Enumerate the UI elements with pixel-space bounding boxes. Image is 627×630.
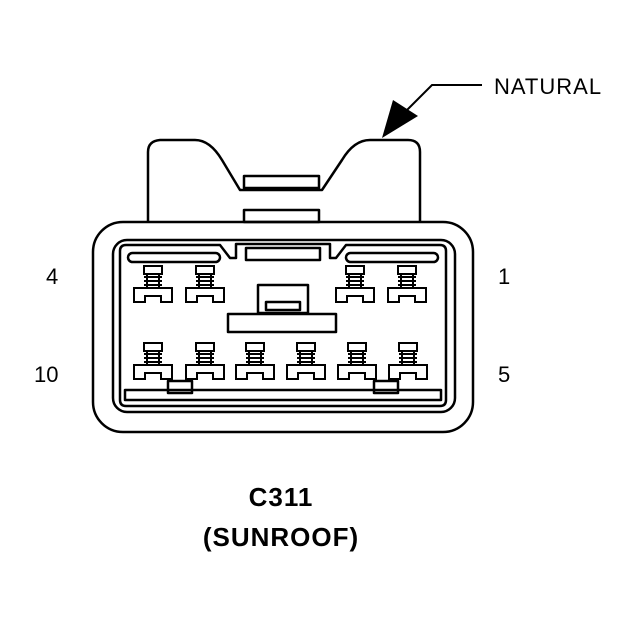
terminal-head (347, 342, 367, 352)
pin-label-1: 1 (498, 264, 510, 289)
terminal-bottom-1 (133, 342, 173, 380)
center-key-slot (264, 300, 302, 312)
callout-leader-line (404, 84, 482, 113)
terminal-cavity-body (387, 287, 427, 303)
terminal-bottom-3 (235, 342, 275, 380)
terminal-bottom-6 (388, 342, 428, 380)
callout-arrowhead (382, 100, 418, 138)
center-key-bar (226, 312, 338, 334)
terminal-cavities (133, 265, 428, 380)
latch-slot-upper (242, 174, 321, 190)
terminal-cavity-body (235, 364, 275, 380)
connector-id: C311 (249, 482, 314, 512)
housing-inner (111, 238, 457, 414)
pin-label-10: 10 (34, 362, 58, 387)
bottom-rib-right-tab (372, 379, 400, 395)
bottom-rib-left-tab (166, 379, 194, 395)
bottom-rib (123, 388, 443, 402)
terminal-head (296, 342, 316, 352)
terminal-cavity-body (185, 364, 225, 380)
callout-label: NATURAL (494, 74, 602, 99)
connector-name: (SUNROOF) (203, 522, 359, 552)
terminal-bottom-5 (337, 342, 377, 380)
pin-label-5: 5 (498, 362, 510, 387)
terminal-cavity-body (133, 364, 173, 380)
terminal-head (143, 265, 163, 275)
terminal-head (143, 342, 163, 352)
terminal-head (195, 265, 215, 275)
center-key-top (244, 246, 322, 262)
terminal-cavity-body (185, 287, 225, 303)
terminal-top-4 (387, 265, 427, 303)
terminal-cavity-body (286, 364, 326, 380)
pin-label-4: 4 (46, 264, 58, 289)
housing-outer (91, 220, 475, 434)
cavity-outline (118, 242, 448, 408)
terminal-cavity-body (388, 364, 428, 380)
latch-slot-lower (242, 208, 321, 224)
terminal-head (245, 342, 265, 352)
terminal-head (398, 342, 418, 352)
terminal-head (195, 342, 215, 352)
terminal-cavity-body (133, 287, 173, 303)
terminal-head (345, 265, 365, 275)
terminal-top-3 (335, 265, 375, 303)
terminal-top-1 (133, 265, 173, 303)
terminal-head (397, 265, 417, 275)
terminal-cavity-body (337, 364, 377, 380)
latch-tab (146, 138, 422, 222)
right-rail (344, 251, 440, 264)
terminal-cavity-body (335, 287, 375, 303)
connector-housing (91, 138, 475, 434)
left-rail (126, 251, 222, 264)
terminal-top-2 (185, 265, 225, 303)
terminal-bottom-2 (185, 342, 225, 380)
color-callout: NATURAL (382, 74, 602, 138)
terminal-bottom-4 (286, 342, 326, 380)
